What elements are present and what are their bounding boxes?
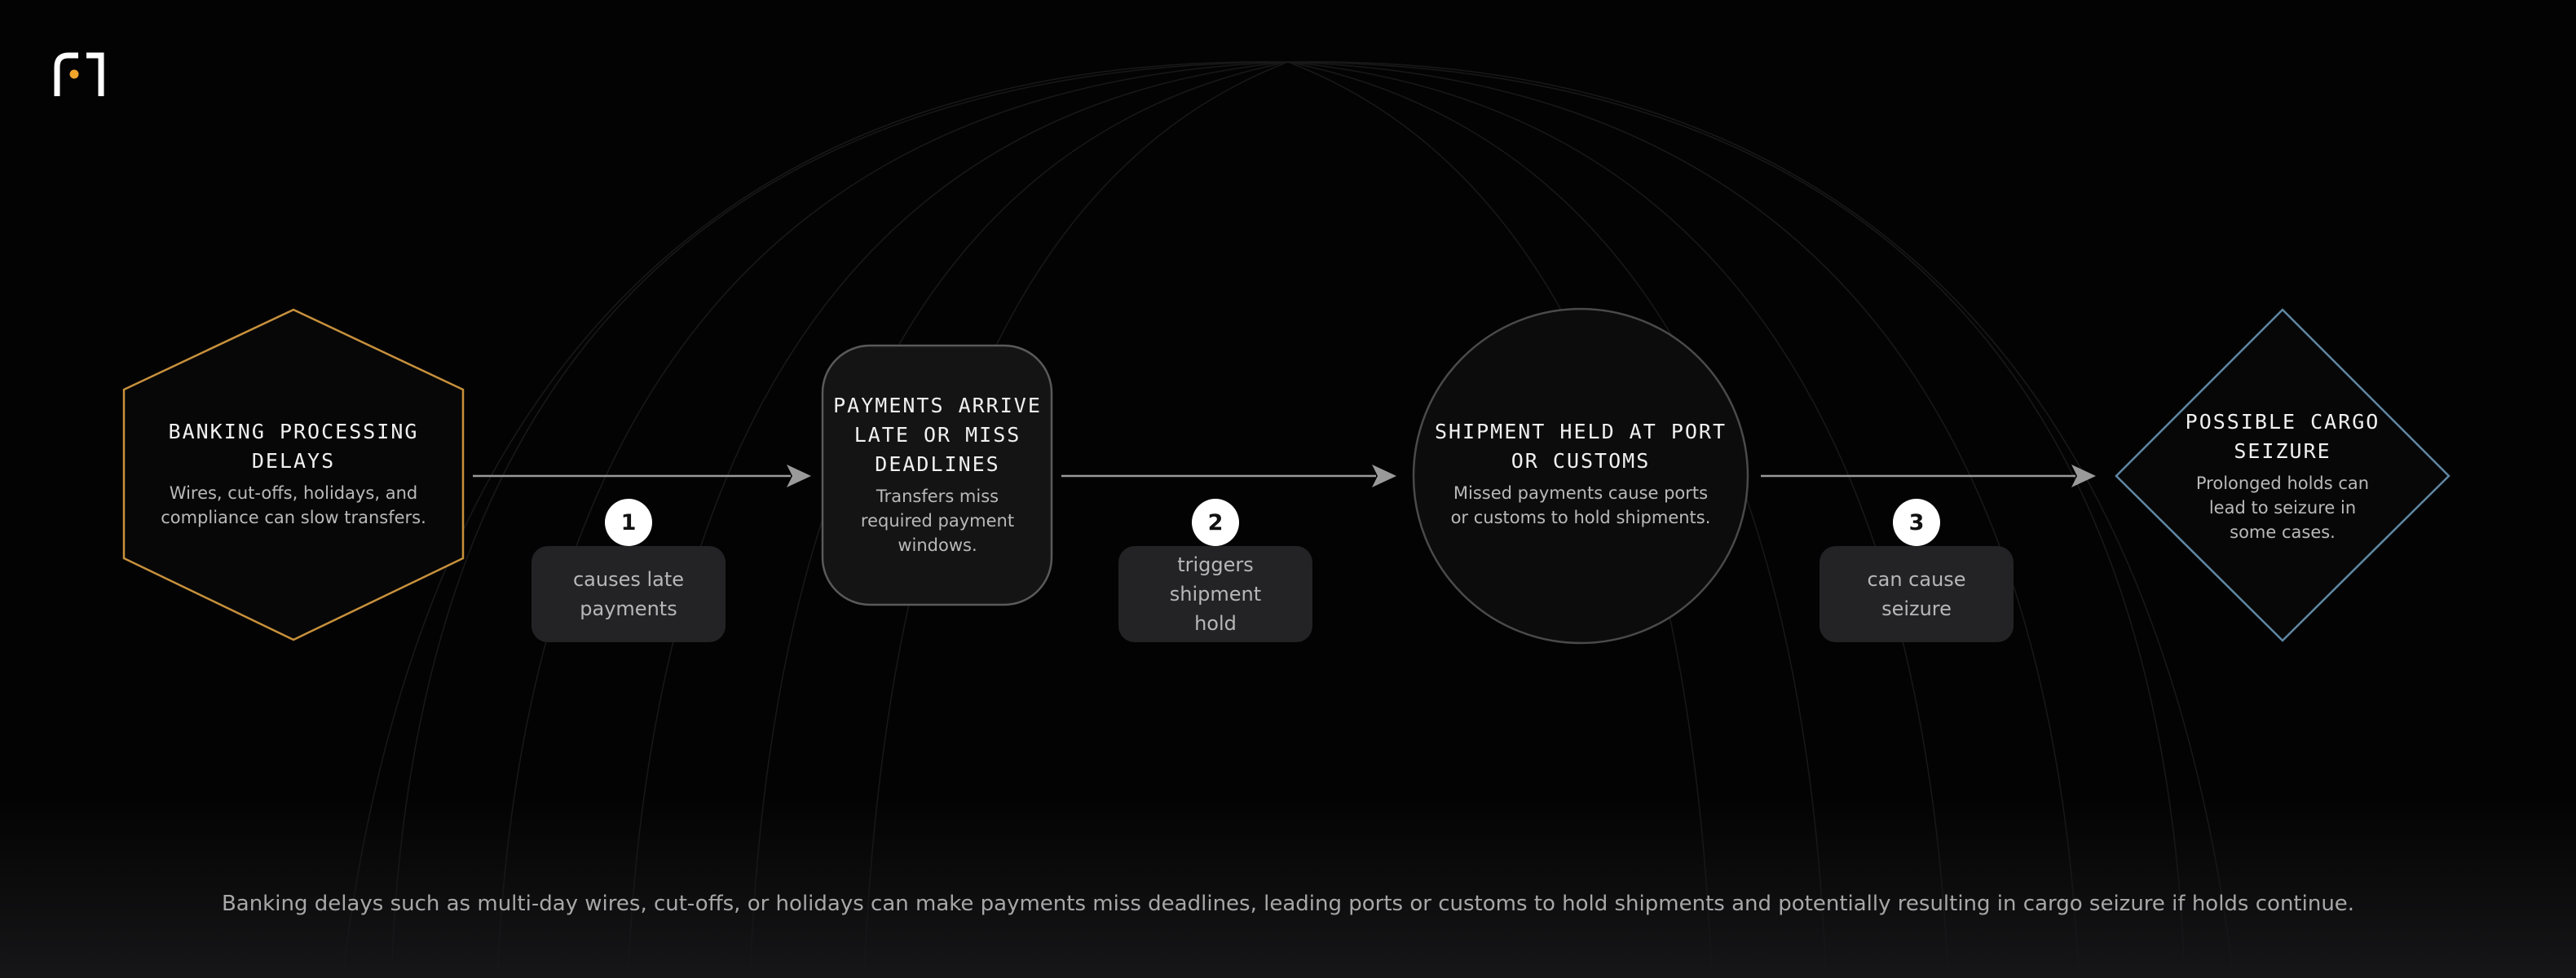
diagram-caption: Banking delays such as multi-day wires, … bbox=[221, 892, 2355, 916]
edge-label-text: can cause seizure bbox=[1867, 568, 1966, 620]
node-seizure: POSSIBLE CARGO SEIZURE Prolonged holds c… bbox=[2172, 408, 2393, 544]
edge-label: can cause seizure bbox=[1820, 546, 2014, 642]
bottom-gradient bbox=[0, 799, 2576, 978]
node-title: POSSIBLE CARGO SEIZURE bbox=[2185, 410, 2380, 463]
node-title: SHIPMENT HELD AT PORT OR CUSTOMS bbox=[1434, 420, 1727, 473]
node-shipment: SHIPMENT HELD AT PORT OR CUSTOMS Missed … bbox=[1431, 417, 1731, 530]
circle-shape bbox=[1412, 307, 1749, 645]
node-title: BANKING PROCESSING DELAYS bbox=[168, 420, 419, 473]
node-description: Wires, cut-offs, holidays, and complianc… bbox=[161, 483, 426, 527]
brand-logo bbox=[54, 52, 104, 96]
rounded-rect-shape bbox=[821, 344, 1053, 606]
step-badge: 1 bbox=[605, 499, 652, 546]
step-badge: 2 bbox=[1192, 499, 1239, 546]
edge-label: triggers shipment hold bbox=[1118, 546, 1312, 642]
node-title: PAYMENTS ARRIVE LATE OR MISS DEADLINES bbox=[833, 394, 1042, 476]
edge-label-text: triggers shipment hold bbox=[1169, 553, 1262, 635]
node-description: Prolonged holds can lead to seizure in s… bbox=[2195, 474, 2370, 542]
step-badge: 3 bbox=[1893, 499, 1940, 546]
diamond-shape bbox=[2115, 308, 2450, 642]
arrowhead-icon bbox=[1372, 465, 1396, 487]
node-description: Transfers miss required payment windows. bbox=[860, 487, 1015, 555]
edge-label-text: causes late payments bbox=[572, 568, 685, 620]
hexagon-shape bbox=[122, 308, 465, 641]
arrowhead-icon bbox=[787, 465, 811, 487]
node-banking: BANKING PROCESSING DELAYS Wires, cut-off… bbox=[155, 417, 432, 530]
node-description: Missed payments cause ports or customs t… bbox=[1450, 483, 1711, 527]
edge-label: causes late payments bbox=[532, 546, 726, 642]
node-payments: PAYMENTS ARRIVE LATE OR MISS DEADLINES T… bbox=[831, 391, 1043, 557]
arrowhead-icon bbox=[2071, 465, 2096, 487]
